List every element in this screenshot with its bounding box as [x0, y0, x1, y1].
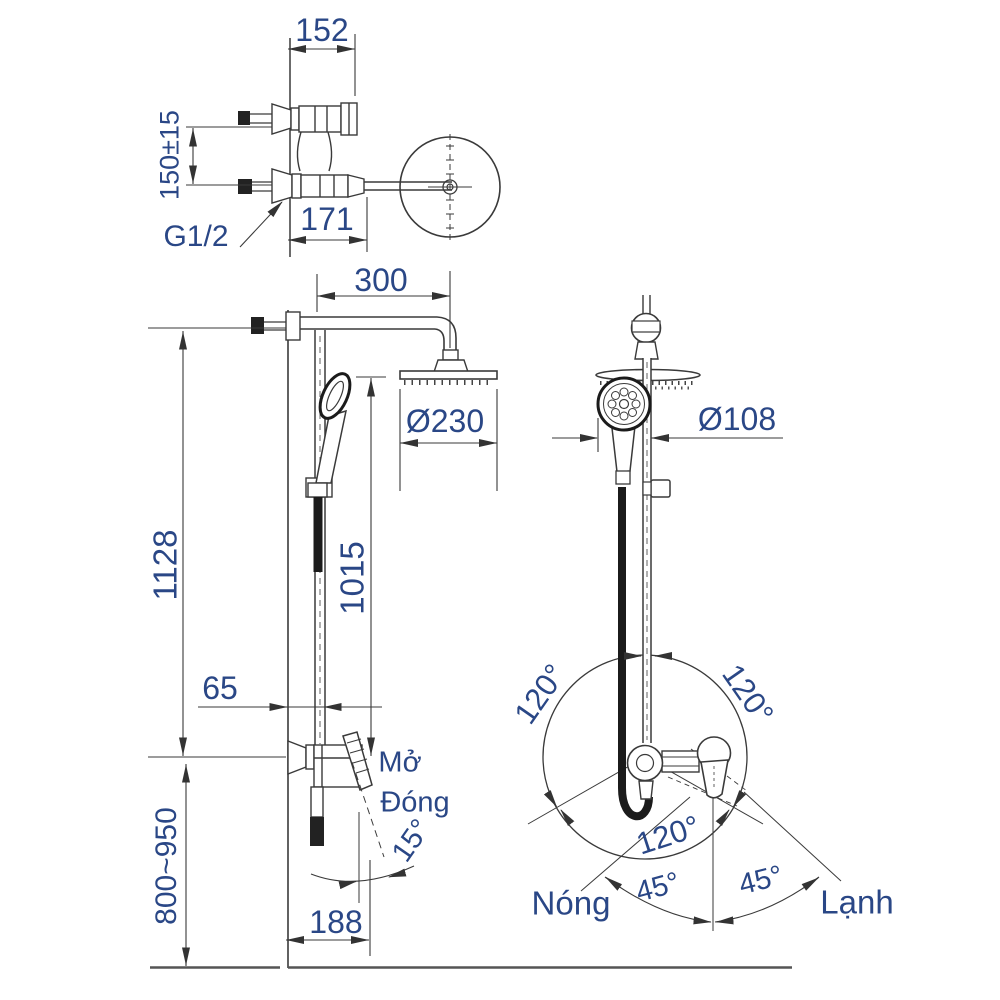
dim-188-label: 188 — [309, 904, 363, 940]
mixer-valve-front — [626, 736, 748, 807]
dimension-annotations — [148, 34, 819, 966]
front-view-drawing — [527, 295, 842, 931]
dim-152-label: 152 — [295, 12, 349, 48]
dim-1128-label: 1128 — [146, 529, 184, 601]
shower-arm — [300, 316, 437, 330]
hand-shower-front — [596, 376, 671, 498]
close-label: Đóng — [380, 786, 450, 819]
dim-108-label: Ø108 — [697, 401, 777, 437]
mixer-valve-side — [287, 731, 385, 903]
shower-hose — [618, 487, 653, 821]
hot-water-label: Nóng — [531, 884, 611, 922]
dim-230-label: Ø230 — [405, 403, 485, 439]
side-view-drawing — [150, 310, 792, 969]
open-label: Mở — [378, 746, 422, 779]
top-view-drawing — [238, 38, 501, 257]
valve-knob-front — [626, 744, 664, 782]
cold-water-label: Lạnh — [820, 883, 894, 921]
thread-size-label: G1/2 — [163, 220, 229, 253]
dim-171-label: 171 — [300, 201, 354, 237]
dim-65-label: 65 — [202, 670, 238, 706]
valve-handle-side — [342, 731, 373, 792]
dim-1015-label: 1015 — [333, 541, 371, 615]
dim-300-label: 300 — [354, 262, 408, 298]
dim-800-950-label: 800~950 — [150, 807, 183, 925]
hand-shower-side — [305, 372, 352, 572]
overhead-shower-side — [399, 370, 498, 380]
dim-150-15-label: 150±15 — [154, 110, 185, 200]
